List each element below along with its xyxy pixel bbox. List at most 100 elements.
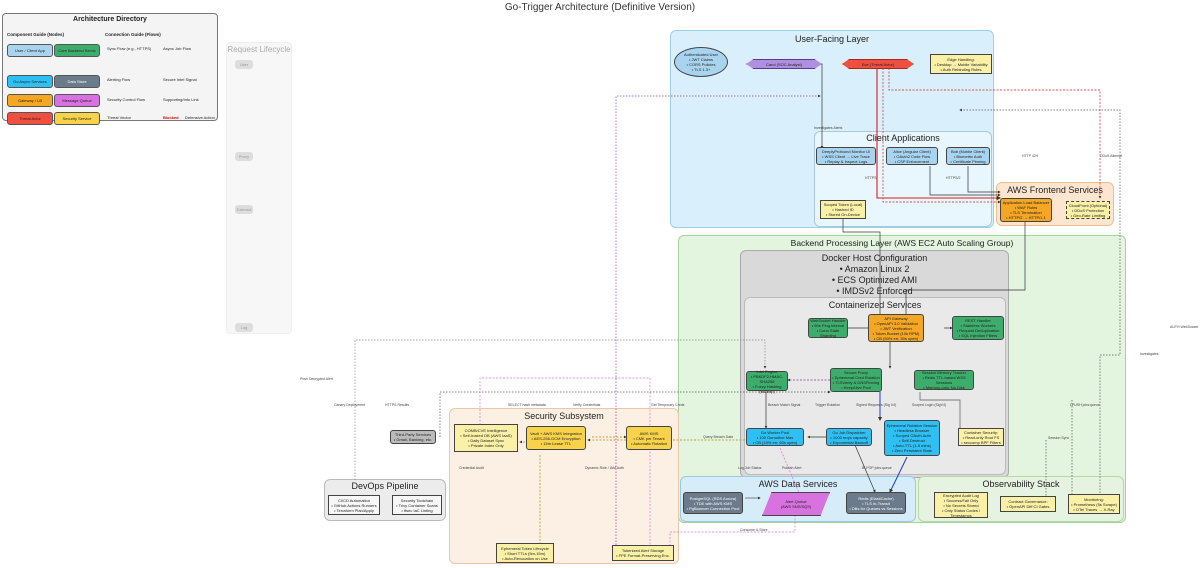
monitoring-title: Monitoring: xyxy=(1084,496,1104,502)
diagram-title: Go-Trigger Architecture (Definitive Vers… xyxy=(504,2,696,13)
legend-alerting-flow: Alerting Flow xyxy=(107,77,131,82)
label-investigates: Investigates xyxy=(1140,352,1159,356)
legend-supporting-link: Supporting/Info Link xyxy=(163,97,199,102)
scoped-token-note: Scoped Token (Local) • Hashed ID • Store… xyxy=(820,200,866,219)
label-query-breach: Query Breach Data xyxy=(703,435,733,439)
scoped-token-stored: • Stored On-Device xyxy=(825,212,861,217)
vault-lease: • 15m Lease TTL xyxy=(540,440,572,446)
redis-dbs: • DBs for Queues vs Sessions xyxy=(849,505,903,511)
ephemeral-ttl: • Short TTLs (5m-15m) xyxy=(504,550,546,556)
bob-title: Bob (Mobile Client) xyxy=(950,148,985,154)
cicd-title: CI/CD Automation xyxy=(337,497,370,503)
kms-cmk: • CMK per Tenant xyxy=(633,435,665,441)
ephemeral-rotation-session: Ephemeral Rotation Session • Headless Br… xyxy=(884,420,940,456)
postgres-title: PostgreSQL (RDS Aurora) xyxy=(689,495,737,501)
deeply-profound-monitor: DeeplyProfound Monitor UI • WSS Client →… xyxy=(816,147,876,165)
api-gateway: API Gateway • OpenAPI 3.0 Validation • J… xyxy=(868,314,924,342)
legend-defensive-action: Defensive Action xyxy=(185,115,215,120)
rotation-ttl: • Auto-TTL (1-5 mins) xyxy=(893,443,931,448)
legend-security-control: Security Control Flow xyxy=(107,97,146,102)
label-ddos-attempt: DDoS Attempt xyxy=(1100,154,1123,158)
postgres-tde: • TDE with AWS KMS xyxy=(693,500,733,506)
cicd-github: • GitHub Actions Runners xyxy=(331,502,377,508)
eve-threat-actor: Eve (Threat Actor) xyxy=(842,59,914,69)
cloudfront-ddos: • DDoS Protection xyxy=(1071,207,1105,213)
go-worker-pool: Go Worker Pool • 100 Goroutine Max • CB … xyxy=(746,428,804,446)
label-lpush: LPUSH jobs:queue xyxy=(1070,403,1100,407)
label-signed-requests: Signed Requests (Sig V4) xyxy=(856,403,897,407)
session-memory: • Memory-only, No Disk xyxy=(923,385,965,390)
label-https2: HTTPS/2 xyxy=(946,176,961,180)
aws-kms: AWS KMS • CMK per Tenant • Automatic Rot… xyxy=(626,426,672,450)
api-openapi: • OpenAPI 3.0 Validation xyxy=(874,320,918,326)
intel-pbkdf2: • PBKDF2-HMAC-SHA256 xyxy=(750,373,784,384)
edge-handling-rebinding: • Auth Rebinding Rules xyxy=(940,66,982,72)
container-sec-seccomp: • seccomp BPF Filters xyxy=(961,439,1001,445)
intel-title: Intel Engine xyxy=(756,368,778,374)
backend-layer-title: Backend Processing Layer (AWS EC2 Auto S… xyxy=(790,238,1014,248)
audit-status: • Only Status Codes / Timestamps xyxy=(941,507,981,518)
legend-secure-intel: Secure Intel Signal xyxy=(163,77,197,82)
alice-csp: • CSP Enforcement xyxy=(894,158,930,164)
label-scoped-login: Scoped Login (SigV4) xyxy=(912,403,947,407)
edge-handling-variability: • Desktop → Mobile Variability xyxy=(934,61,988,67)
redis-title: Redis (ElastiCache) xyxy=(858,495,894,501)
client-applications-title: Client Applications xyxy=(866,133,940,143)
tokenized-fpe: • FPE Format-Preserving Enc. xyxy=(616,553,670,558)
ws-sharding: • Conn State Sharding xyxy=(816,328,840,338)
monitoring-otel: • OTel Traces → X-Ray xyxy=(1073,506,1115,512)
containerized-services-title: Containerized Services xyxy=(828,300,922,310)
auth-user-tls: • TLS 1.3+ xyxy=(691,67,711,72)
legend-threat-vector: Threat Vector xyxy=(107,115,132,120)
legend-message-queue: Message Queue xyxy=(54,94,100,107)
docker-item-ami: • ECS Optimized AMI xyxy=(831,275,918,285)
label-select-hash: SELECT hash metadata xyxy=(508,403,546,407)
label-get-temp-creds: Get Temporary Creds xyxy=(651,403,685,407)
comb-cve-intelligence: COMB/CVE Intelligence • Self-hosted DB (… xyxy=(454,424,518,452)
request-lifecycle-panel: Request Lifecycle User Proxy External Lo… xyxy=(226,42,292,334)
ephemeral-token-lifecycle: Ephemeral Token Lifecycle • Short TTLs (… xyxy=(496,543,554,563)
third-party-examples: • Gmail, Banking, etc. xyxy=(393,437,433,442)
rotation-title: Ephemeral Rotation Session xyxy=(886,423,938,428)
observability-stack-title: Observability Stack xyxy=(982,479,1060,489)
carol-label: Carol (SOC Analyst) xyxy=(765,61,802,67)
legend-user-client: User / Client App xyxy=(7,44,53,57)
tokenized-alert-storage: Tokenized Alert Storage • FPE Format-Pre… xyxy=(612,545,674,561)
label-blpop: BLPOP jobs:queue xyxy=(862,466,892,470)
label-canary-deployment: Canary Deployment xyxy=(334,403,365,407)
worker-cb: • CB (15% err, 60s open) xyxy=(752,439,798,445)
rest-stateless: • Stateless Workers xyxy=(960,323,996,328)
auth-user-jwt: • JWT Claims xyxy=(689,57,713,62)
container-sec-title: Container Security: xyxy=(963,429,998,435)
redis-tls: • TLS In-Transit xyxy=(862,500,890,506)
audit-nosecrets: • No Secrets Stored xyxy=(943,502,979,508)
toolchain-trivy: • Trivy Container Scans xyxy=(396,502,438,508)
lifecycle-user: User xyxy=(235,60,253,69)
security-toolchain: Security Toolchain • Trivy Container Sca… xyxy=(392,495,442,515)
label-consume-store: Consume & Store xyxy=(740,528,768,532)
auth-user-cors: • CORS Policies xyxy=(686,62,716,67)
bob-pinning: • Certificate Pinning xyxy=(950,158,986,164)
api-title: API Gateway xyxy=(884,315,908,321)
label-push-decrypted-alert: Push Decrypted Alert xyxy=(300,377,333,381)
alert-queue-title: Alert Queue xyxy=(785,499,807,504)
legend-gateway: Gateway / LB xyxy=(7,94,53,107)
user-facing-layer-title: User-Facing Layer xyxy=(794,34,870,44)
alert-queue-service: (AWS SNS/SQS) xyxy=(780,504,812,509)
alice-oauth: • OAuth2 Code Flow xyxy=(893,153,931,159)
alb-title: Application Load Balancer xyxy=(1002,200,1050,205)
contract-governance: Contract Governance: • OpenAPI Diff CI G… xyxy=(1000,496,1056,512)
label-https: HTTPS xyxy=(865,176,877,180)
intel-engine: Intel Engine • PBKDF2-HMAC-SHA256 • Fuzz… xyxy=(746,368,788,394)
application-load-balancer: Application Load Balancer • WAF Rules • … xyxy=(1000,198,1052,222)
kms-title: AWS KMS xyxy=(639,430,659,436)
legend-async-flow: Async Job Flow xyxy=(163,46,192,51)
connection-guide-header: Connection Guide (Flows) xyxy=(105,32,161,37)
legend-blocked: Blocked xyxy=(163,115,179,120)
comb-selfhosted: • Self-hosted DB (AWS IaaS) xyxy=(460,433,512,438)
alb-tls: • TLS Termination xyxy=(1010,210,1042,215)
scoped-token-title: Scoped Token (Local) xyxy=(823,202,863,207)
rotation-destruct: • Self-Destruct xyxy=(899,438,925,443)
toolchain-tfsec: • tfsec IaC Linting xyxy=(401,507,433,513)
rotation-oauth: • Scoped OAuth Auth xyxy=(893,433,931,438)
